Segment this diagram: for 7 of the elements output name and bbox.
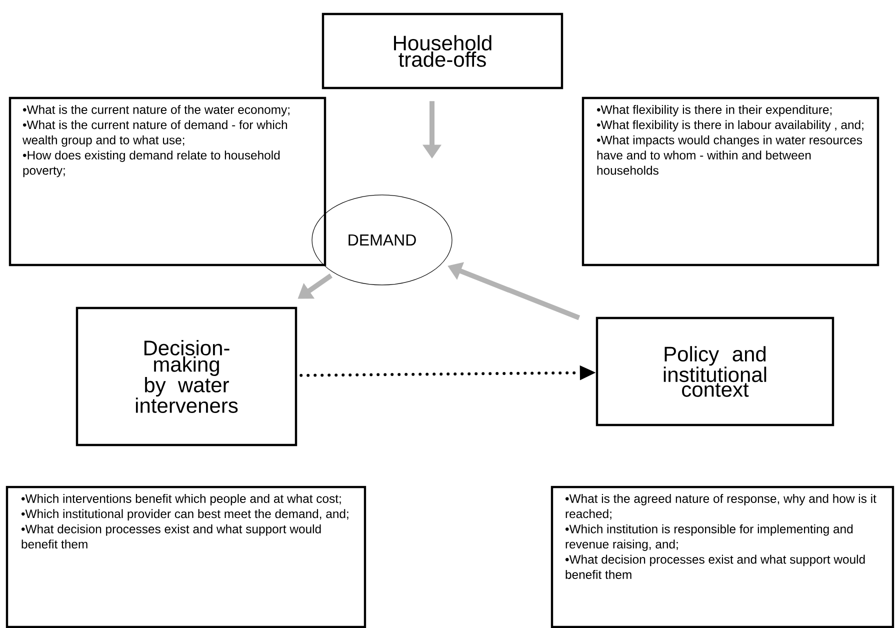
question-box: •What is the agreed nature of response, why and how is it reached; •Which institution is responsible for implementing and revenue raising, and; •What decision processes exist and what support would benefit them: [550, 486, 894, 628]
process-box: Decision-making by water interveners: [76, 306, 298, 446]
process-box: Policy and institutional context: [596, 316, 834, 426]
question-box: •What flexibility is there in their expenditure; •What flexibility is there in labour availability , and; •What impacts would changes in water resources have and to whom - within and between households: [582, 96, 880, 266]
question-box: •Which interventions benefit which people and at what cost; •Which institutional provider can best meet the demand, and; •What decision processes exist and what support would benefit them: [6, 486, 366, 628]
process-box: Household trade-offs: [322, 12, 564, 90]
question-box: •What is the current nature of the water economy; •What is the current nature of demand - for which wealth group and to what use; •How does existing demand relate to household poverty;: [8, 96, 326, 266]
